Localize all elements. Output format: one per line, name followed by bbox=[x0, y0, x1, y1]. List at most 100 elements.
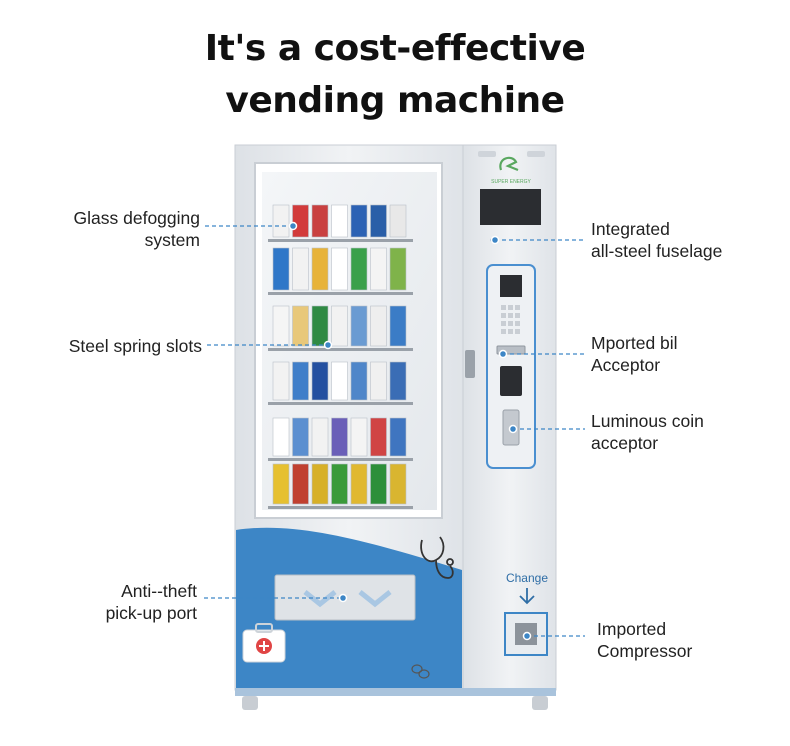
product-box bbox=[350, 247, 368, 291]
product-box bbox=[292, 247, 309, 291]
product-box bbox=[331, 463, 348, 505]
keypad-key[interactable] bbox=[508, 313, 513, 318]
product-box bbox=[331, 305, 348, 347]
callout-dots bbox=[288, 221, 532, 641]
brand-logo-icon: SUPER ENERGY bbox=[478, 151, 545, 185]
product-box bbox=[311, 305, 329, 347]
label-steel-spring-line1: Steel spring slots bbox=[68, 336, 202, 356]
product-box bbox=[350, 361, 368, 401]
label-anti-theft: Anti--theft pick-up port bbox=[30, 580, 197, 624]
product-box bbox=[311, 361, 329, 401]
product-box bbox=[370, 305, 387, 347]
arrow-down-icon bbox=[519, 588, 535, 605]
product-box bbox=[311, 247, 329, 291]
keypad-key[interactable] bbox=[508, 321, 513, 326]
product-box bbox=[389, 417, 407, 457]
product-box bbox=[311, 204, 329, 238]
product-box bbox=[311, 417, 329, 457]
shelf-tray bbox=[268, 402, 413, 405]
shelf-tray bbox=[268, 348, 413, 351]
product-box bbox=[292, 463, 309, 505]
headline-line-1: It's a cost-effective bbox=[204, 28, 586, 69]
keypad-key[interactable] bbox=[515, 321, 520, 326]
label-glass-defogging-line1: Glass defogging bbox=[73, 208, 200, 228]
product-box bbox=[370, 361, 387, 401]
keypad-key[interactable] bbox=[515, 313, 520, 318]
product-box bbox=[389, 204, 407, 238]
product-box bbox=[350, 204, 368, 238]
product-box bbox=[331, 417, 348, 457]
change-label: Change bbox=[506, 571, 548, 585]
label-fuselage: Integrated all-steel fuselage bbox=[591, 218, 781, 262]
product-shelves bbox=[268, 204, 413, 509]
label-anti-theft-line2: pick-up port bbox=[105, 603, 197, 623]
label-bill-acceptor-line2: Acceptor bbox=[591, 355, 661, 375]
cabinet-base bbox=[235, 688, 556, 696]
product-box bbox=[272, 463, 290, 505]
label-glass-defogging: Glass defogging system bbox=[30, 207, 200, 251]
keypad-key[interactable] bbox=[508, 329, 513, 334]
keypad-key[interactable] bbox=[501, 305, 506, 310]
card-reader[interactable] bbox=[500, 275, 522, 297]
product-box bbox=[292, 305, 309, 347]
product-box bbox=[292, 417, 309, 457]
label-compressor: Imported Compressor bbox=[597, 618, 782, 662]
product-box bbox=[389, 305, 407, 347]
product-box bbox=[331, 204, 348, 238]
keypad-key[interactable] bbox=[515, 329, 520, 334]
product-box bbox=[389, 247, 407, 291]
pos-terminal[interactable] bbox=[500, 366, 522, 396]
keypad-key[interactable] bbox=[508, 305, 513, 310]
shelf-tray bbox=[268, 292, 413, 295]
product-box bbox=[350, 463, 368, 505]
label-compressor-line1: Imported bbox=[597, 619, 667, 639]
product-box bbox=[292, 204, 309, 238]
product-box bbox=[370, 463, 387, 505]
label-fuselage-line1: Integrated bbox=[591, 219, 670, 239]
headline-line-2: vending machine bbox=[225, 80, 565, 121]
product-box bbox=[272, 247, 290, 291]
shelf-tray bbox=[268, 506, 413, 509]
door-lock[interactable] bbox=[465, 350, 475, 378]
first-aid-kit-icon bbox=[242, 623, 286, 663]
chevron-down-icon bbox=[303, 590, 337, 608]
product-box bbox=[370, 417, 387, 457]
product-box bbox=[272, 417, 290, 457]
stethoscope-icon bbox=[420, 536, 454, 579]
keypad-key[interactable] bbox=[501, 329, 506, 334]
keypad-key[interactable] bbox=[501, 313, 506, 318]
label-glass-defogging-line2: system bbox=[144, 230, 200, 250]
product-box bbox=[272, 204, 290, 238]
product-box bbox=[311, 463, 329, 505]
product-box bbox=[350, 305, 368, 347]
product-box bbox=[350, 417, 368, 457]
product-box bbox=[272, 305, 290, 347]
brand-name: SUPER ENERGY bbox=[491, 179, 531, 185]
label-fuselage-line2: all-steel fuselage bbox=[591, 241, 723, 261]
label-bill-acceptor: Mported bil Acceptor bbox=[591, 332, 781, 376]
keypad[interactable] bbox=[501, 305, 520, 334]
product-box bbox=[370, 204, 387, 238]
shelf-tray bbox=[268, 239, 413, 242]
display-screen[interactable] bbox=[480, 189, 541, 225]
chevron-down-icon-2 bbox=[358, 590, 392, 608]
label-coin-acceptor-line1: Luminous coin bbox=[591, 411, 704, 431]
label-steel-spring: Steel spring slots bbox=[30, 335, 202, 357]
product-box bbox=[331, 361, 348, 401]
product-box bbox=[370, 247, 387, 291]
label-anti-theft-line1: Anti--theft bbox=[121, 581, 197, 601]
label-compressor-line2: Compressor bbox=[597, 641, 693, 661]
keypad-key[interactable] bbox=[515, 305, 520, 310]
product-box bbox=[272, 361, 290, 401]
product-box bbox=[389, 463, 407, 505]
product-box bbox=[292, 361, 309, 401]
label-bill-acceptor-line1: Mported bil bbox=[591, 333, 678, 353]
foot-left bbox=[242, 696, 258, 710]
keypad-key[interactable] bbox=[501, 321, 506, 326]
label-coin-acceptor-line2: acceptor bbox=[591, 433, 659, 453]
callout-lines bbox=[204, 225, 585, 637]
shelf-tray bbox=[268, 458, 413, 461]
label-coin-acceptor: Luminous coin acceptor bbox=[591, 410, 781, 454]
product-box bbox=[389, 361, 407, 401]
pills-icon bbox=[411, 664, 430, 679]
